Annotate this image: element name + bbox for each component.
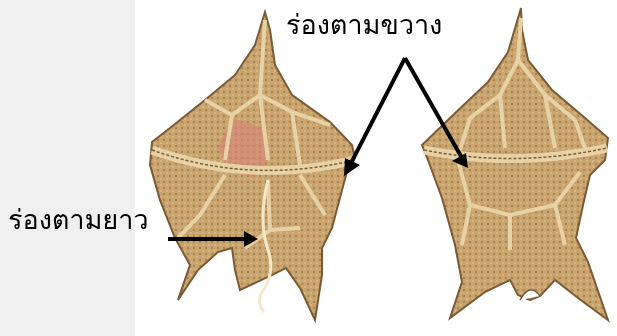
transverse-groove-label: ร่องตามขวาง	[286, 12, 442, 39]
right-cell-body	[422, 8, 608, 320]
dinoflagellate-right-cell	[422, 8, 608, 320]
dinoflagellate-left-cell	[150, 12, 355, 320]
longitudinal-groove-label: ร่องตามยาว	[8, 207, 149, 234]
